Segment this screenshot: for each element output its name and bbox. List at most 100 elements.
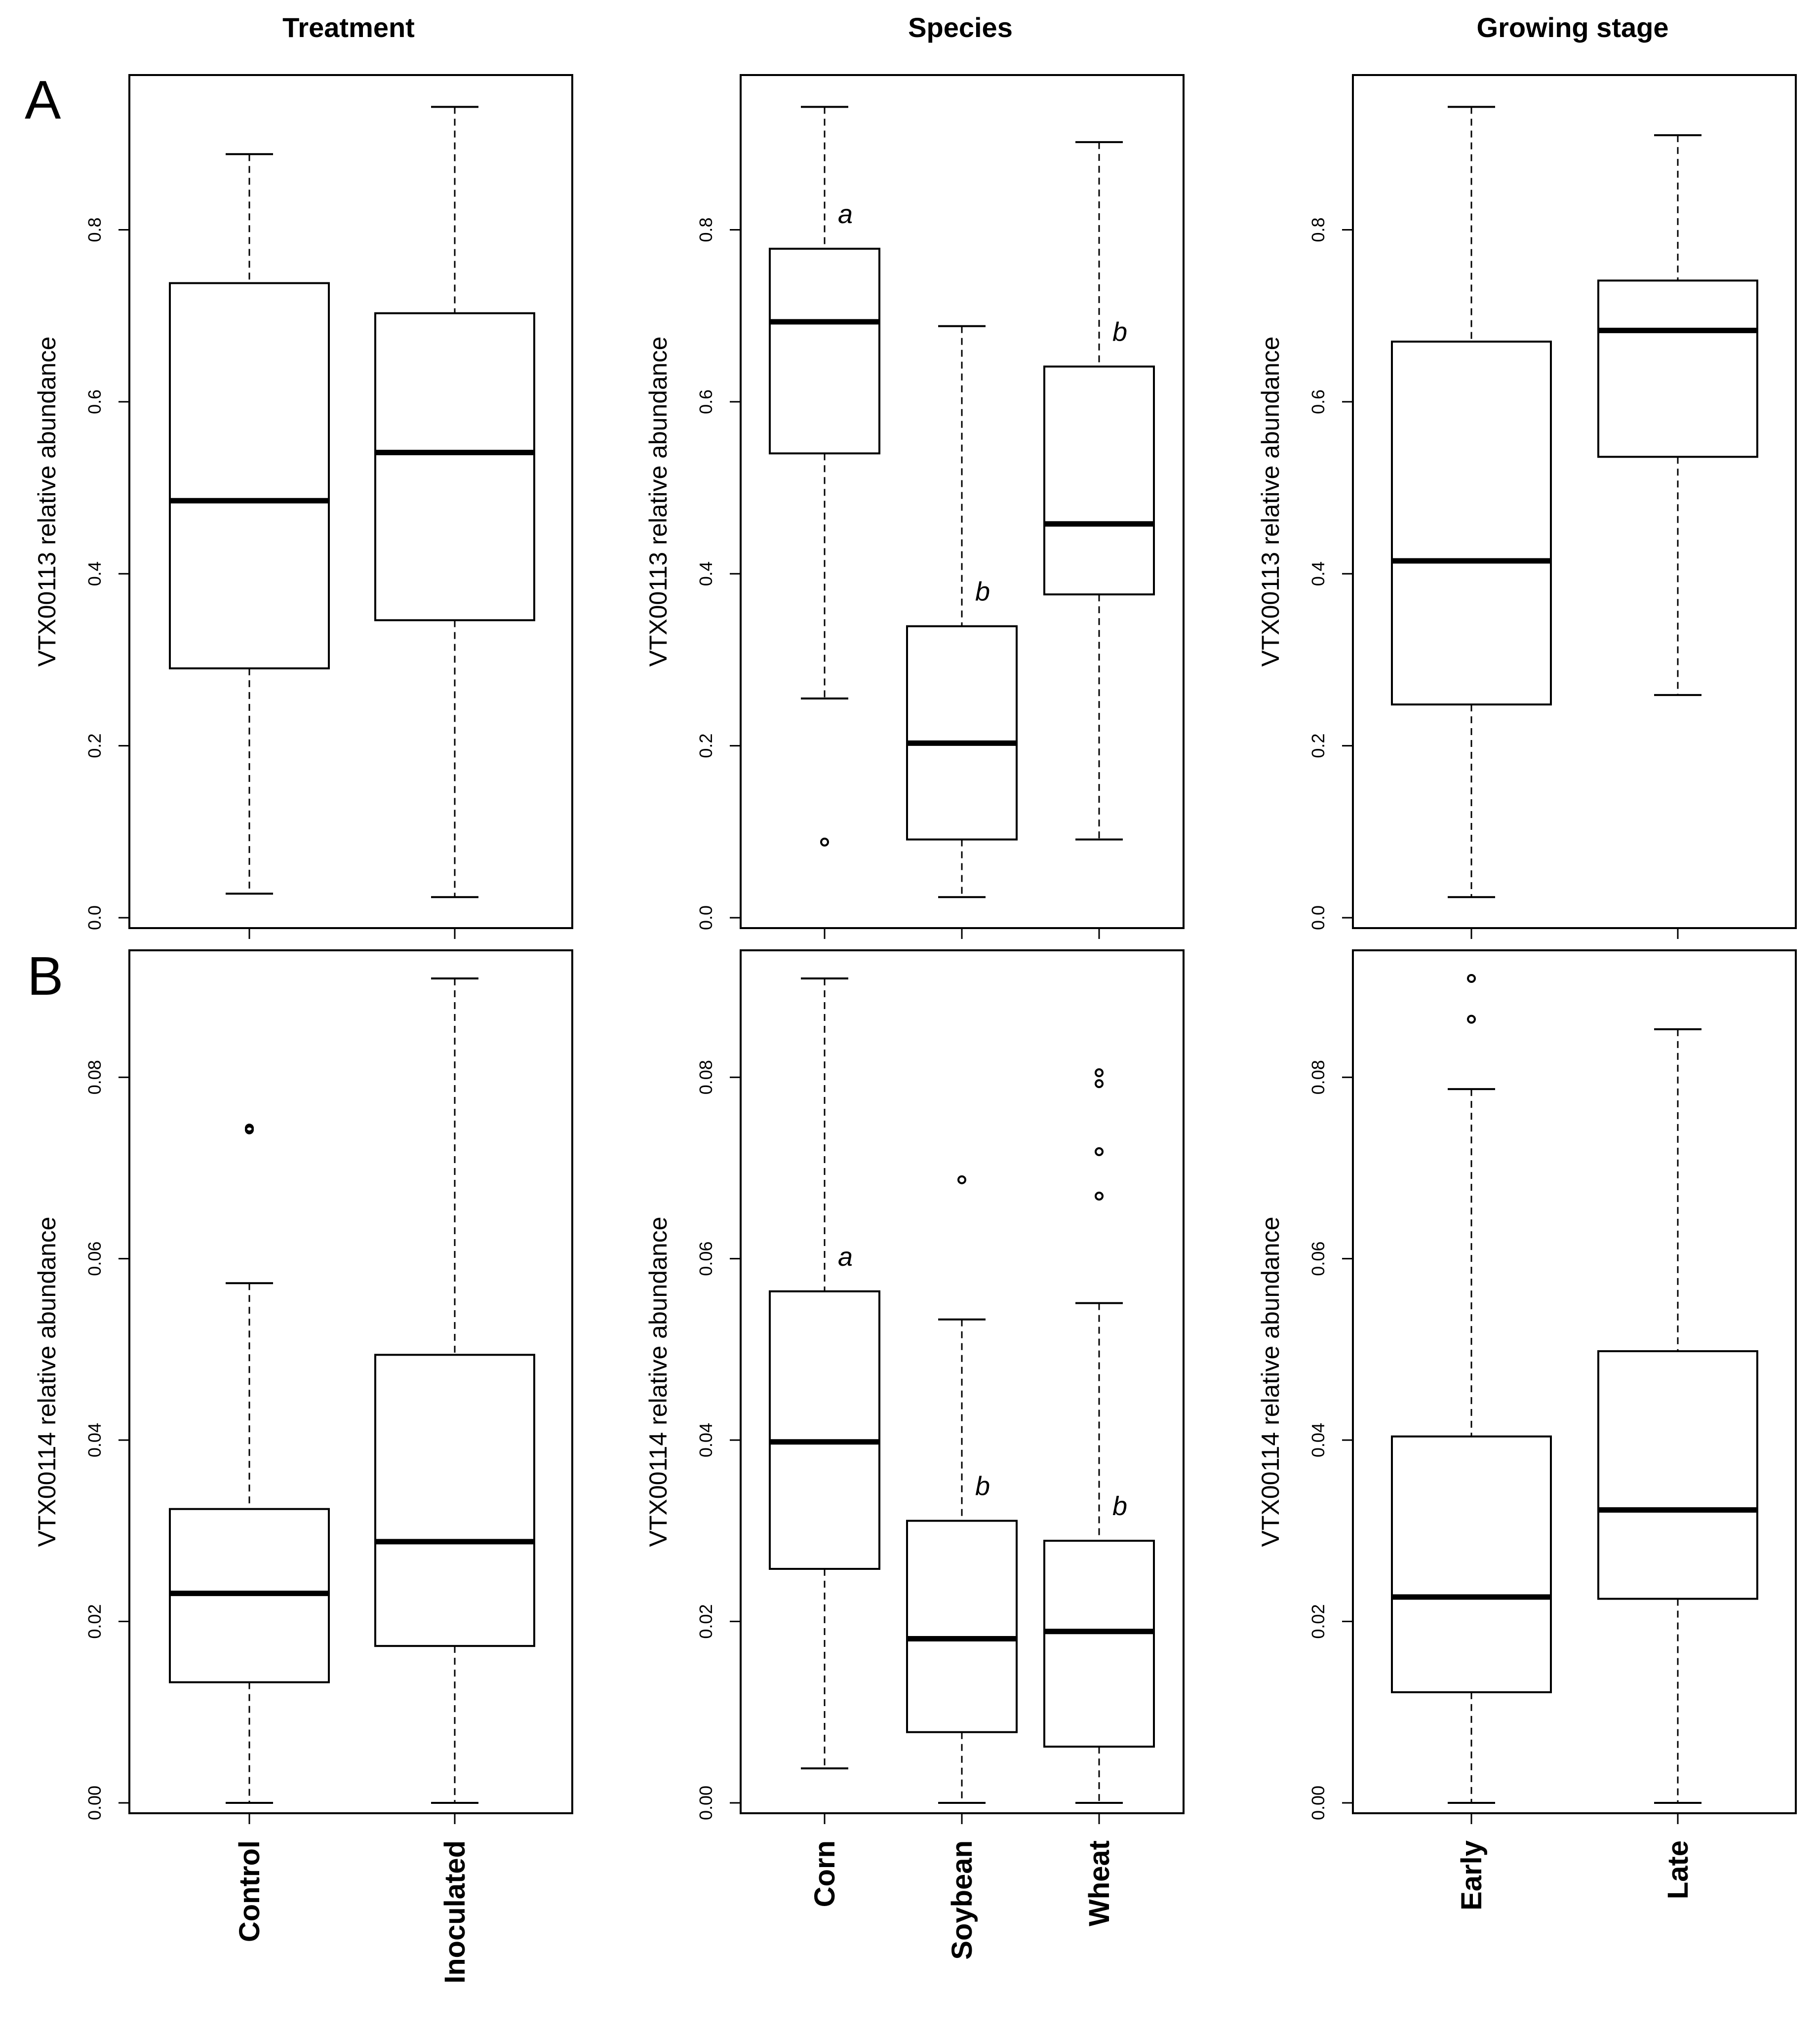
significance-letter: b: [975, 1472, 990, 1501]
outlier-point: [1095, 1191, 1104, 1201]
iqr-box: [374, 312, 535, 622]
y-tick-label: 0.02: [1308, 1604, 1328, 1639]
y-tick-label: 0.4: [84, 561, 105, 586]
x-category-label: Early: [1456, 1840, 1488, 1910]
y-axis-label: VTX00114 relative abundance: [33, 1217, 61, 1547]
x-category-label: Control: [234, 1840, 266, 1942]
y-axis-label: VTX00113 relative abundance: [33, 337, 61, 667]
y-tick-label: 0.02: [84, 1604, 105, 1639]
y-tick-label: 0.2: [84, 734, 105, 758]
box-wheat: b: [1043, 1068, 1155, 1804]
y-axis-label: VTX00113 relative abundance: [1257, 337, 1284, 667]
box-early: [1391, 974, 1552, 1804]
panel-label-a: A: [25, 70, 61, 130]
y-tick-label: 0.2: [696, 734, 716, 758]
y-tick-label: 0.0: [696, 905, 716, 930]
column-title-species: Species: [908, 12, 1013, 43]
iqr-box: [769, 1290, 880, 1570]
box-control: [169, 1124, 330, 1804]
y-tick-label: 0.04: [696, 1423, 716, 1457]
y-tick-label: 0.00: [696, 1786, 716, 1820]
x-category-label: Inoculated: [439, 1840, 471, 1984]
y-tick-label: 0.6: [696, 390, 716, 414]
y-axis-label: VTX00113 relative abundance: [644, 337, 672, 667]
panel-label-b: B: [27, 946, 63, 1007]
y-tick-label: 0.4: [696, 561, 716, 586]
iqr-box: [169, 282, 330, 669]
box-wheat: b: [1043, 141, 1155, 841]
box-inoculated: [374, 977, 535, 1804]
y-tick-label: 0.06: [1308, 1242, 1328, 1276]
iqr-box: [906, 625, 1018, 841]
x-category-label: Late: [1662, 1840, 1694, 1899]
y-tick-label: 0.00: [1308, 1786, 1328, 1820]
iqr-box: [1597, 1350, 1758, 1600]
outlier-point: [245, 1124, 254, 1133]
box-soybean: b: [906, 325, 1018, 898]
x-category-label: Wheat: [1083, 1840, 1115, 1926]
outlier-point: [1095, 1147, 1104, 1156]
plot-frame: [1352, 949, 1797, 1814]
box-inoculated: [374, 106, 535, 898]
y-tick-label: 0.06: [84, 1242, 105, 1276]
y-tick-label: 0.0: [1308, 905, 1328, 930]
y-tick-label: 0.04: [1308, 1423, 1328, 1457]
y-tick-label: 0.6: [84, 390, 105, 414]
significance-letter: a: [838, 1242, 853, 1272]
x-category-label: Corn: [809, 1840, 841, 1907]
outlier-point: [1095, 1079, 1104, 1089]
y-tick-label: 0.08: [1308, 1060, 1328, 1094]
outlier-point: [957, 1175, 966, 1184]
iqr-box: [906, 1520, 1018, 1733]
y-tick-label: 0.8: [84, 218, 105, 242]
y-tick-label: 0.6: [1308, 390, 1328, 414]
column-title-growing-stage: Growing stage: [1477, 12, 1669, 43]
y-axis-label: VTX00114 relative abundance: [1257, 1217, 1284, 1547]
box-soybean: b: [906, 1175, 1018, 1804]
iqr-box: [769, 247, 880, 455]
box-late: [1597, 1028, 1758, 1804]
outlier-point: [1095, 1068, 1104, 1078]
outlier-point: [820, 837, 829, 847]
y-tick-label: 0.8: [1308, 218, 1328, 242]
iqr-box: [1043, 365, 1155, 596]
box-late: [1597, 134, 1758, 696]
column-title-treatment: Treatment: [282, 12, 415, 43]
iqr-box: [1043, 1540, 1155, 1748]
significance-letter: a: [838, 199, 853, 229]
y-tick-label: 0.8: [696, 218, 716, 242]
plot-frame: [128, 74, 573, 929]
iqr-box: [1597, 279, 1758, 458]
box-early: [1391, 106, 1552, 898]
box-corn: a: [769, 106, 880, 847]
plot-frame: [128, 949, 573, 1814]
iqr-box: [1391, 1435, 1552, 1693]
y-tick-label: 0.04: [84, 1423, 105, 1457]
iqr-box: [1391, 340, 1552, 706]
outlier-point: [1467, 1014, 1476, 1024]
plot-frame: [1352, 74, 1797, 929]
y-tick-label: 0.2: [1308, 734, 1328, 758]
y-tick-label: 0.08: [84, 1060, 105, 1094]
box-corn: a: [769, 977, 880, 1770]
y-tick-label: 0.4: [1308, 561, 1328, 586]
significance-letter: b: [1112, 317, 1127, 347]
y-tick-label: 0.06: [696, 1242, 716, 1276]
significance-letter: b: [975, 577, 990, 607]
outlier-point: [1467, 974, 1476, 983]
y-tick-label: 0.00: [84, 1786, 105, 1820]
y-tick-label: 0.0: [84, 905, 105, 930]
iqr-box: [374, 1354, 535, 1647]
significance-letter: b: [1112, 1491, 1127, 1521]
y-axis-label: VTX00114 relative abundance: [644, 1217, 672, 1547]
x-category-label: Soybean: [946, 1840, 978, 1960]
y-tick-label: 0.08: [696, 1060, 716, 1094]
